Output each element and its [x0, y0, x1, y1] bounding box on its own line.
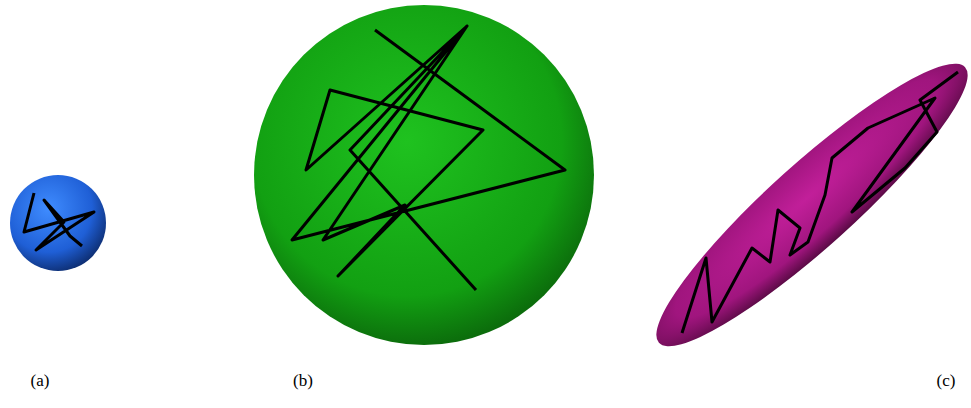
random-walk — [24, 193, 94, 250]
panel-label: (c) — [937, 371, 956, 391]
blue-sphere — [10, 175, 106, 271]
random-walk — [682, 72, 958, 333]
magenta-ellipsoid — [631, 36, 971, 374]
panel-label: (b) — [293, 371, 313, 391]
random-walk — [292, 26, 565, 290]
green-sphere — [254, 5, 594, 345]
panel-label: (a) — [31, 371, 50, 391]
